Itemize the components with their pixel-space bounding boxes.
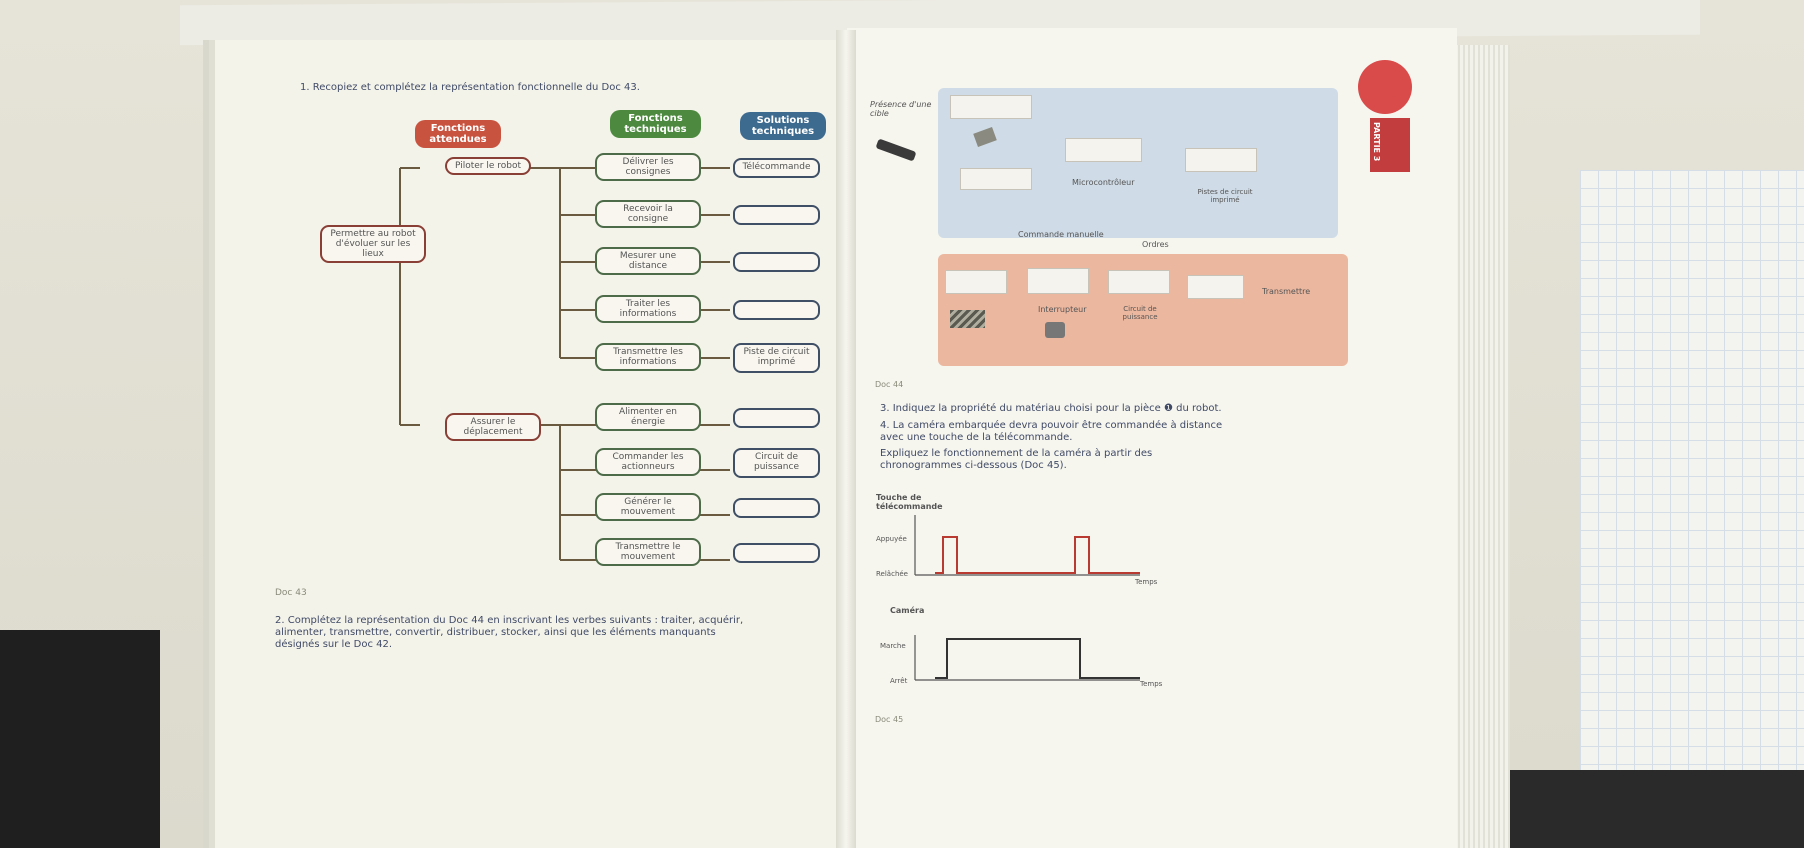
question-4b: Expliquez le fonctionnement de la caméra…	[880, 448, 1153, 471]
technique-box: Commander les actionneurs	[595, 448, 701, 476]
blank-box	[1185, 148, 1257, 172]
presence-label: Présence d'une cible	[870, 100, 932, 118]
doc43-caption: Doc 43	[275, 588, 307, 598]
technique-box: Mesurer une distance	[595, 247, 701, 275]
header-solutions-techniques: Solutions techniques	[740, 112, 826, 140]
transmettre-label: Transmettre	[1262, 287, 1311, 296]
chronogram-plots	[914, 515, 1140, 681]
book-spine	[836, 30, 856, 848]
solution-box	[733, 408, 820, 428]
blank-box	[945, 270, 1007, 294]
pistes-label: Pistes de circuit imprimé	[1197, 188, 1253, 204]
partie-tab	[1370, 118, 1410, 172]
chrono2-low: Arrêt	[890, 677, 908, 685]
solution-box	[733, 252, 820, 272]
ordres-label: Ordres	[1142, 240, 1169, 249]
blank-box	[950, 95, 1032, 119]
doc44-caption: Doc 44	[875, 380, 904, 389]
solution-box	[733, 205, 820, 225]
circuit-puissance-label: Circuit de puissance	[1122, 305, 1158, 321]
battery-icon	[950, 310, 985, 328]
doc45-caption: Doc 45	[875, 715, 904, 724]
chrono1-high: Appuyée	[876, 535, 907, 543]
header-fonctions-techniques: Fonctions techniques	[610, 110, 701, 138]
solution-box: Télécommande	[733, 158, 820, 178]
question-2: 2. Complétez la représentation du Doc 44…	[275, 615, 744, 650]
technique-box: Délivrer les consignes	[595, 153, 701, 181]
interrupteur-label: Interrupteur	[1038, 305, 1087, 314]
chrono2-axis: Temps	[1140, 680, 1163, 688]
attendue-box: Piloter le robot	[445, 157, 531, 175]
commande-manuelle-label: Commande manuelle	[1018, 230, 1104, 239]
technique-box: Recevoir la consigne	[595, 200, 701, 228]
grid-notebook	[1580, 170, 1804, 800]
root-function-box: Permettre au robot d'évoluer sur les lie…	[320, 225, 426, 263]
chrono2-high: Marche	[880, 642, 906, 650]
technique-box: Traiter les informations	[595, 295, 701, 323]
chrono1-low: Relâchée	[876, 570, 908, 578]
solution-box: Piste de circuit imprimé	[733, 343, 820, 373]
question-1: 1. Recopiez et complétez la représentati…	[300, 82, 640, 93]
partie-label: PARTIE 3	[1372, 122, 1381, 162]
question-3: 3. Indiquez la propriété du matériau cho…	[880, 403, 1222, 414]
chrono1-title: Touche de télécommande	[876, 493, 943, 511]
chrono1-axis: Temps	[1135, 578, 1158, 586]
chrono2-title: Caméra	[890, 606, 925, 615]
solution-box: Circuit de puissance	[733, 448, 820, 478]
header-fonctions-attendues: Fonctions attendues	[415, 120, 501, 148]
microcontroleur-label: Microcontrôleur	[1072, 178, 1135, 187]
blank-box	[960, 168, 1032, 190]
technique-box: Générer le mouvement	[595, 493, 701, 521]
solution-box	[733, 543, 820, 563]
blank-box	[1027, 268, 1089, 294]
blank-box	[1187, 275, 1244, 299]
blank-box	[1108, 270, 1170, 294]
switch-icon	[1045, 322, 1065, 338]
solution-box	[733, 300, 820, 320]
solution-box	[733, 498, 820, 518]
technique-box: Transmettre les informations	[595, 343, 701, 371]
question-4a: 4. La caméra embarquée devra pouvoir êtr…	[880, 420, 1223, 443]
technique-box: Alimenter en énergie	[595, 403, 701, 431]
technique-box: Transmettre le mouvement	[595, 538, 701, 566]
dark-area-right	[1500, 770, 1804, 848]
attendue-box: Assurer le déplacement	[445, 413, 541, 441]
dark-area-left	[0, 630, 160, 848]
blank-box	[1065, 138, 1142, 162]
decorative-circle	[1358, 60, 1412, 114]
